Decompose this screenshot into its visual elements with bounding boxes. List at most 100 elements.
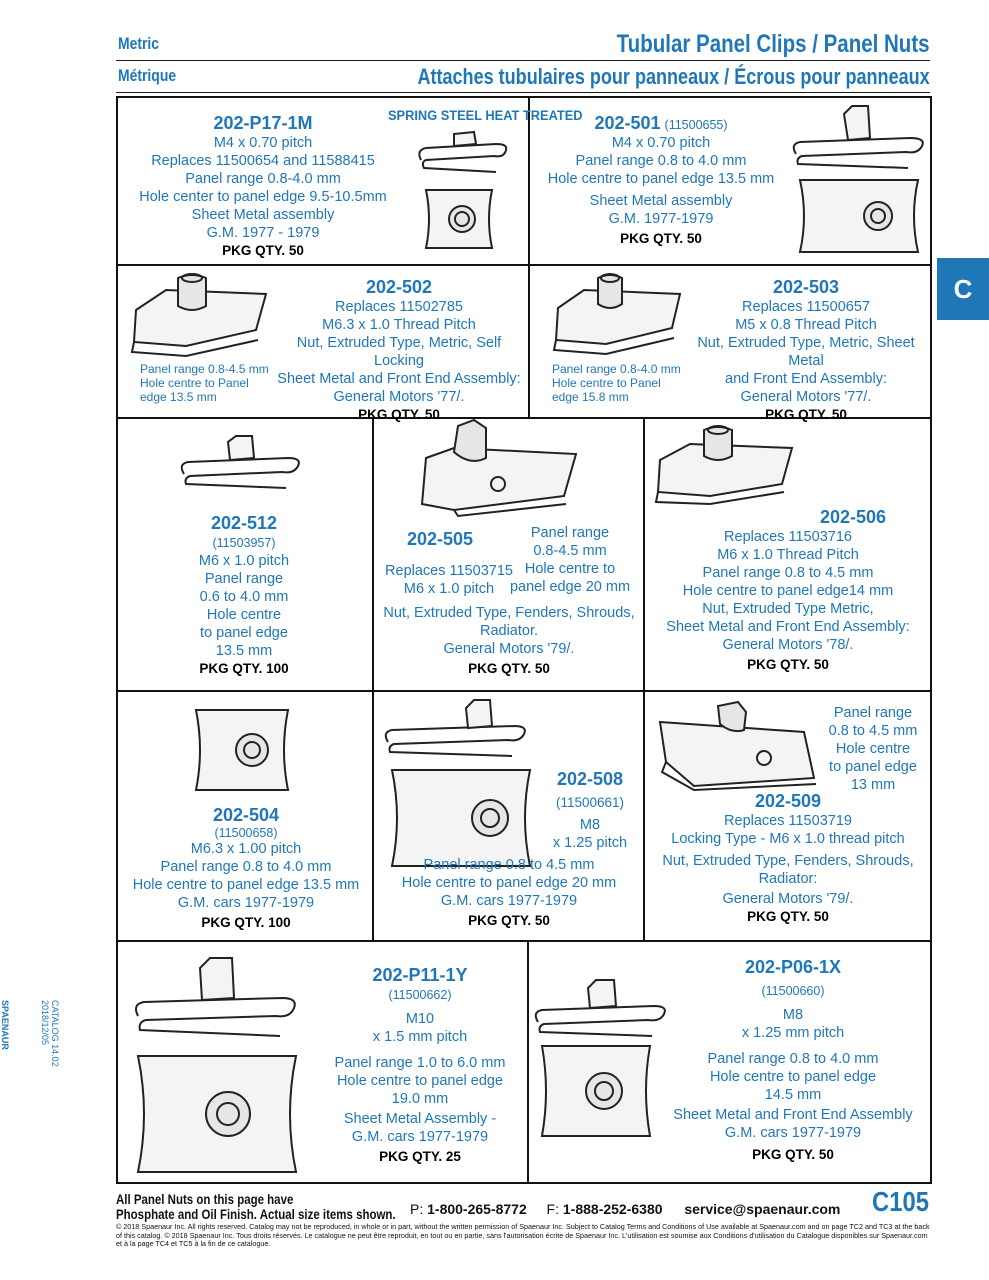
part-number: 202-P06-1X: [744, 957, 842, 977]
part-number: 202-P17-1M: [213, 113, 313, 133]
range-line: to panel edge: [829, 759, 917, 775]
row-divider: [118, 940, 930, 942]
spec-line: Nut, Extruded Type, Metric, Sheet Metal: [697, 335, 915, 369]
spec-line: 19.0 mm: [391, 1091, 449, 1107]
spec-line: Hole centre: [206, 607, 282, 623]
footer-contact: P: 1-800-265-8772 F: 1-888-252-6380 serv…: [410, 1201, 840, 1217]
part-number: 202-512: [210, 513, 278, 533]
spec-line: M6 x 1.0 pitch: [198, 553, 290, 569]
spec-line: Panel range 0.8 to 4.5 mm: [423, 857, 595, 873]
footer-note-2: Phosphate and Oil Finish. Actual size it…: [116, 1206, 396, 1222]
app-line: Radiator.: [479, 623, 539, 639]
spec-line: Replaces 11500654 and 11588415: [151, 153, 375, 169]
part-number: 202-509: [754, 791, 822, 811]
clip-image-side-view: [132, 956, 302, 1047]
legal-notice: © 2018 Spaenaur Inc. All rights reserved…: [116, 1222, 930, 1249]
range-line: Panel range: [833, 705, 913, 721]
package-quantity: PKG QTY. 100: [199, 661, 289, 676]
range-line: 13 mm: [850, 777, 896, 793]
note-line: Panel range 0.8-4.0 mm: [552, 362, 681, 376]
spec-line: M8: [579, 817, 601, 833]
note-line: edge 13.5 mm: [140, 390, 217, 404]
spec-line: M8: [782, 1007, 804, 1023]
clip-image-top-view: [132, 1052, 302, 1181]
phone-number[interactable]: 1-800-265-8772: [427, 1201, 527, 1217]
fax-number: 1-888-252-6380: [562, 1201, 663, 1217]
spec-line: Hole center to panel edge 9.5-10.5mm: [139, 189, 387, 205]
section-tab: C: [937, 258, 989, 320]
spec-line: Panel range 0.8 to 4.0 mm: [575, 153, 747, 169]
oem-number: (11500655): [664, 118, 728, 132]
product-202-P17-1M: 202-P17-1M M4 x 0.70 pitch Replaces 1150…: [118, 108, 408, 260]
oem-number: (11500660): [761, 984, 825, 998]
nut-image-perspective: [650, 422, 800, 511]
package-quantity: PKG QTY. 50: [765, 407, 847, 422]
header-right-fr: Attaches tubulaires pour panneaux / Écro…: [417, 64, 930, 89]
spec-line: M4 x 0.70 pitch: [213, 135, 313, 151]
clip-image-top-view: [420, 186, 498, 257]
spec-line: M6.3 x 1.0 Thread Pitch: [322, 317, 476, 333]
spec-line: General Motors '78/.: [722, 637, 854, 653]
spec-line: x 1.25 pitch: [552, 835, 628, 851]
package-quantity: PKG QTY. 100: [201, 915, 291, 930]
package-quantity: PKG QTY. 25: [379, 1149, 461, 1164]
spec-line: Locking Type - M6 x 1.0 thread pitch: [671, 831, 905, 847]
spec-line: to panel edge: [200, 625, 288, 641]
header-left-en: Metric: [118, 34, 160, 53]
product-202-503: 202-503 Replaces 11500657 M5 x 0.8 Threa…: [684, 276, 928, 424]
product-202-512: 202-512 (11503957) M6 x 1.0 pitch Panel …: [118, 512, 370, 678]
note-line: Hole centre to Panel: [552, 376, 661, 390]
spec-line: M10: [405, 1011, 435, 1027]
header-rule-2: [116, 92, 930, 93]
spec-line: Panel range 0.8 to 4.0 mm: [707, 1051, 879, 1067]
app-line: General Motors '79/.: [722, 891, 854, 907]
header-rule-1: [116, 60, 930, 61]
part-number: 202-501: [594, 113, 661, 133]
email-link[interactable]: service@spaenaur.com: [684, 1201, 841, 1217]
part-number: 202-504: [212, 805, 280, 825]
col-divider: [527, 942, 529, 1184]
range-line: panel edge 20 mm: [509, 579, 631, 595]
spring-steel-banner: SPRING STEEL HEAT TREATED: [388, 108, 583, 123]
product-202-501: 202-501 (11500655) M4 x 0.70 pitch Panel…: [530, 108, 792, 248]
package-quantity: PKG QTY. 50: [222, 243, 304, 258]
spec-line: and Front End Assembly:: [725, 371, 887, 387]
spec-line: General Motors '77/.: [333, 389, 465, 405]
spec-line: Replaces 11502785: [335, 299, 463, 315]
nut-image-perspective: [654, 700, 822, 797]
spec-line: Nut, Extruded Type Metric,: [702, 601, 874, 617]
clip-image-side-view: [532, 978, 672, 1047]
app-line: General Motors '79/.: [443, 641, 575, 657]
package-quantity: PKG QTY. 50: [358, 407, 440, 422]
package-quantity: PKG QTY. 50: [747, 657, 829, 672]
app-line: G.M. 1977-1979: [608, 211, 714, 227]
panel-range-block: Panel range 0.8-4.5 mm Hole centre to pa…: [502, 524, 638, 596]
row-divider: [118, 264, 930, 266]
phone-label: P:: [410, 1201, 424, 1217]
spec-line: Replaces 11500657: [742, 299, 870, 315]
product-202-505-app: Nut, Extruded Type, Fenders, Shrouds, Ra…: [374, 604, 644, 678]
app-line: G.M. cars 1977-1979: [724, 1125, 862, 1141]
oem-number: (11500661): [555, 795, 625, 810]
note-line: Hole centre to Panel: [140, 376, 249, 390]
side-brand: SPAENAUR: [0, 1000, 10, 1050]
product-202-508-specs: Panel range 0.8 to 4.5 mm Hole centre to…: [374, 856, 644, 930]
range-line: 0.8 to 4.5 mm: [828, 723, 918, 739]
row-divider: [118, 417, 930, 419]
app-line: Sheet Metal assembly: [191, 207, 335, 223]
product-202-505-specs: Replaces 11503715 M6 x 1.0 pitch: [380, 562, 518, 598]
spec-line: M5 x 0.8 Thread Pitch: [735, 317, 877, 333]
clip-image-top-view: [536, 1042, 656, 1145]
range-line: Hole centre to: [524, 561, 616, 577]
product-202-P11-1Y: 202-P11-1Y (11500662) M10 x 1.5 mm pitch…: [314, 964, 526, 1166]
panel-range-block: Panel range 0.8 to 4.5 mm Hole centre to…: [818, 704, 928, 794]
spec-line: M6 x 1.0 Thread Pitch: [717, 547, 859, 563]
product-202-P06-1X: 202-P06-1X (11500660) M8 x 1.25 mm pitch…: [658, 956, 928, 1164]
product-202-504: 202-504 (11500658) M6.3 x 1.00 pitch Pan…: [118, 804, 374, 932]
spec-line: Panel range 0.8-4.0 mm: [185, 171, 341, 187]
app-line: G.M. cars 1977-1979: [351, 1129, 489, 1145]
spec-line: Panel range 1.0 to 6.0 mm: [334, 1055, 506, 1071]
panel-range-note: Panel range 0.8-4.0 mm Hole centre to Pa…: [552, 362, 681, 404]
spec-line: Hole centre to panel edge 13.5 mm: [547, 171, 775, 187]
spec-line: M6 x 1.0 pitch: [403, 581, 495, 597]
